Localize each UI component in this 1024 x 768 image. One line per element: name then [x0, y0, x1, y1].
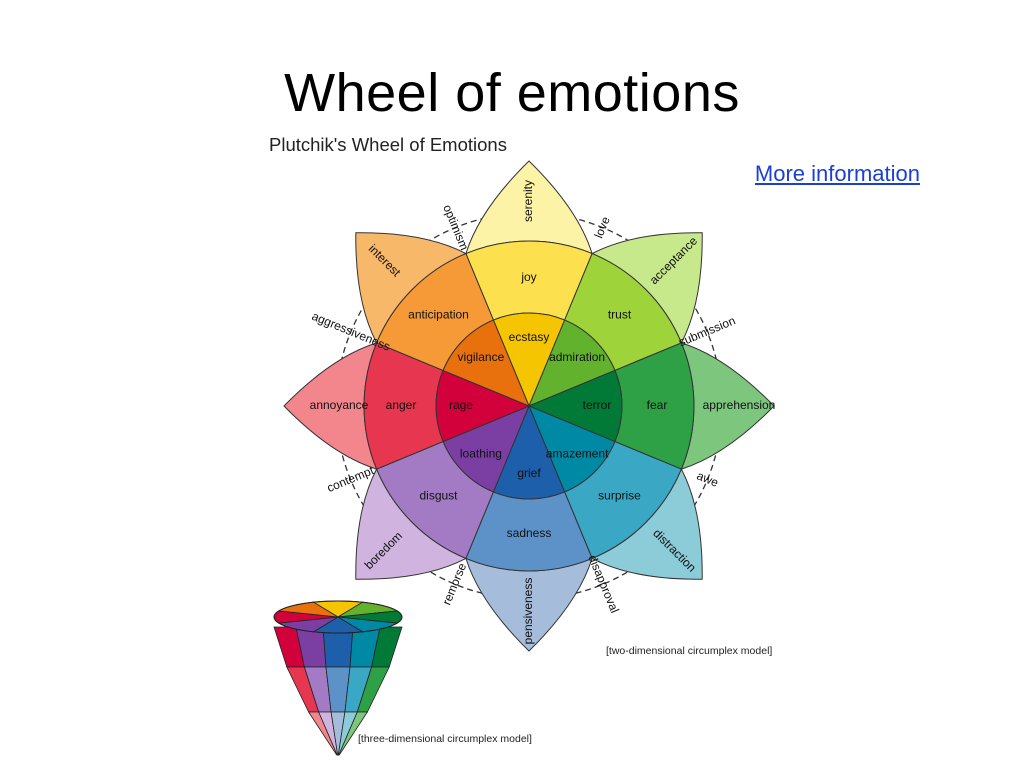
label-rage: rage — [449, 398, 473, 412]
wheel-2d: ecstasyjoyserenityadmirationtrustaccepta… — [283, 160, 776, 652]
label-surprise: surprise — [598, 489, 641, 503]
label-anger: anger — [386, 398, 417, 412]
caption-2d: [two-dimensional circumplex model] — [606, 645, 772, 657]
label-anticipation: anticipation — [408, 308, 469, 322]
caption-3d: [three-dimensional circumplex model] — [358, 733, 532, 745]
label-apprehension: apprehension — [703, 398, 776, 412]
petal-fear — [527, 342, 775, 470]
petal-joy — [465, 160, 593, 408]
cone-face — [338, 711, 369, 756]
petal-inner-disgust — [442, 405, 530, 493]
label-loathing: loathing — [460, 446, 502, 460]
petal-inner-anger — [435, 369, 531, 443]
label-vigilance: vigilance — [458, 350, 505, 364]
label-amazement: amazement — [546, 446, 609, 460]
label-serenity: serenity — [521, 180, 535, 222]
dyad-love: love — [591, 214, 612, 240]
petal-inner-sadness — [492, 404, 566, 500]
more-information-link[interactable]: More information — [754, 161, 920, 186]
label-grief: grief — [517, 466, 541, 480]
petal-surprise — [528, 405, 703, 580]
label-disgust: disgust — [419, 489, 458, 503]
petal-anger — [283, 342, 531, 470]
petal-inner-trust — [528, 319, 616, 407]
label-annoyance: annoyance — [310, 398, 369, 412]
label-terror: terror — [583, 398, 612, 412]
slide-title: Wheel of emotions — [284, 63, 740, 123]
cone-3d-model — [273, 600, 403, 756]
petal-disgust — [355, 405, 530, 580]
petal-inner-joy — [492, 312, 566, 408]
label-pensiveness: pensiveness — [521, 578, 535, 645]
label-admiration: admiration — [549, 350, 605, 364]
petal-sadness — [465, 404, 593, 652]
petal-inner-anticipation — [442, 319, 530, 407]
label-sadness: sadness — [507, 526, 552, 540]
petal-anticipation — [355, 232, 530, 407]
petal-trust — [528, 232, 703, 407]
label-fear: fear — [647, 398, 668, 412]
cone-rim — [273, 600, 403, 634]
petal-inner-fear — [527, 369, 623, 443]
label-joy: joy — [520, 270, 536, 284]
petal-inner-surprise — [528, 405, 616, 493]
label-ecstasy: ecstasy — [509, 330, 550, 344]
figure-heading: Plutchik's Wheel of Emotions — [269, 134, 507, 155]
label-trust: trust — [608, 308, 632, 322]
dyad-awe: awe — [695, 468, 721, 489]
